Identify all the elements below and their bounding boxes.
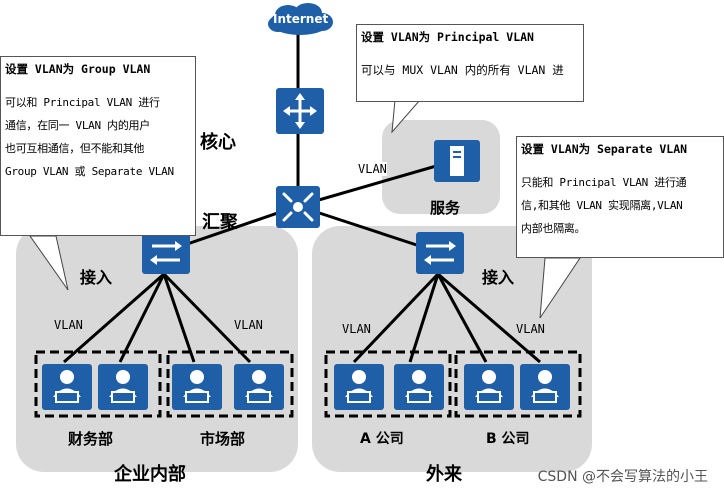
principal-vlan-callout: 设置 VLAN为 Principal VLAN 可以与 MUX VLAN 内的所… <box>356 24 584 102</box>
access-switch-left-icon <box>142 232 190 274</box>
core-tier-label: 核心 <box>200 132 236 153</box>
separate-callout-body: 只能和 Principal VLAN 进行通 信,和其他 VLAN 实现隔离,V… <box>521 176 687 235</box>
group-company-b-label: B 公司 <box>486 431 530 447</box>
group-vlan-callout: 设置 VLAN为 Group VLAN 可以和 Principal VLAN 进… <box>0 56 196 236</box>
principal-callout-body: 可以与 MUX VLAN 内的所有 VLAN 进 <box>361 63 564 77</box>
aggregation-tier-label: 汇聚 <box>202 212 238 233</box>
vlan-label-company-a: VLAN <box>342 322 371 336</box>
user-icon <box>520 364 570 410</box>
user-icon <box>234 364 284 410</box>
internet-cloud-icon <box>268 3 333 35</box>
internal-region-label: 企业内部 <box>114 464 186 485</box>
vlan-label-company-b: VLAN <box>516 322 545 336</box>
vlan-label-market: VLAN <box>234 318 263 332</box>
user-icon <box>172 364 222 410</box>
external-region-label: 外来 <box>426 464 462 485</box>
access-tier-right-label: 接入 <box>482 268 515 287</box>
user-icon <box>334 364 384 410</box>
service-vlan-label: VLAN <box>358 162 387 176</box>
group-callout-body: 可以和 Principal VLAN 进行 通信，在同一 VLAN 内的用户 也… <box>5 96 174 178</box>
access-switch-right-icon <box>416 232 464 274</box>
aggregation-switch-icon <box>276 186 320 228</box>
separate-callout-title: 设置 VLAN为 Separate VLAN <box>521 142 688 156</box>
principal-callout-title: 设置 VLAN为 Principal VLAN <box>361 30 534 44</box>
user-icon <box>464 364 514 410</box>
internet-label: Internet <box>273 12 329 26</box>
vlan-label-finance: VLAN <box>54 318 83 332</box>
user-icon <box>42 364 92 410</box>
group-company-a-label: A 公司 <box>360 431 404 447</box>
group-finance-label: 财务部 <box>68 430 114 448</box>
user-icon <box>394 364 444 410</box>
service-label: 服务 <box>430 199 461 217</box>
watermark: CSDN @不会写算法的小王 <box>537 469 708 485</box>
user-icon <box>98 364 148 410</box>
separate-vlan-callout: 设置 VLAN为 Separate VLAN 只能和 Principal VLA… <box>516 136 724 258</box>
access-tier-left-label: 接入 <box>80 268 113 287</box>
core-router-icon <box>276 88 324 134</box>
server-icon <box>434 140 480 182</box>
group-market-label: 市场部 <box>200 430 246 448</box>
group-callout-title: 设置 VLAN为 Group VLAN <box>5 62 151 76</box>
